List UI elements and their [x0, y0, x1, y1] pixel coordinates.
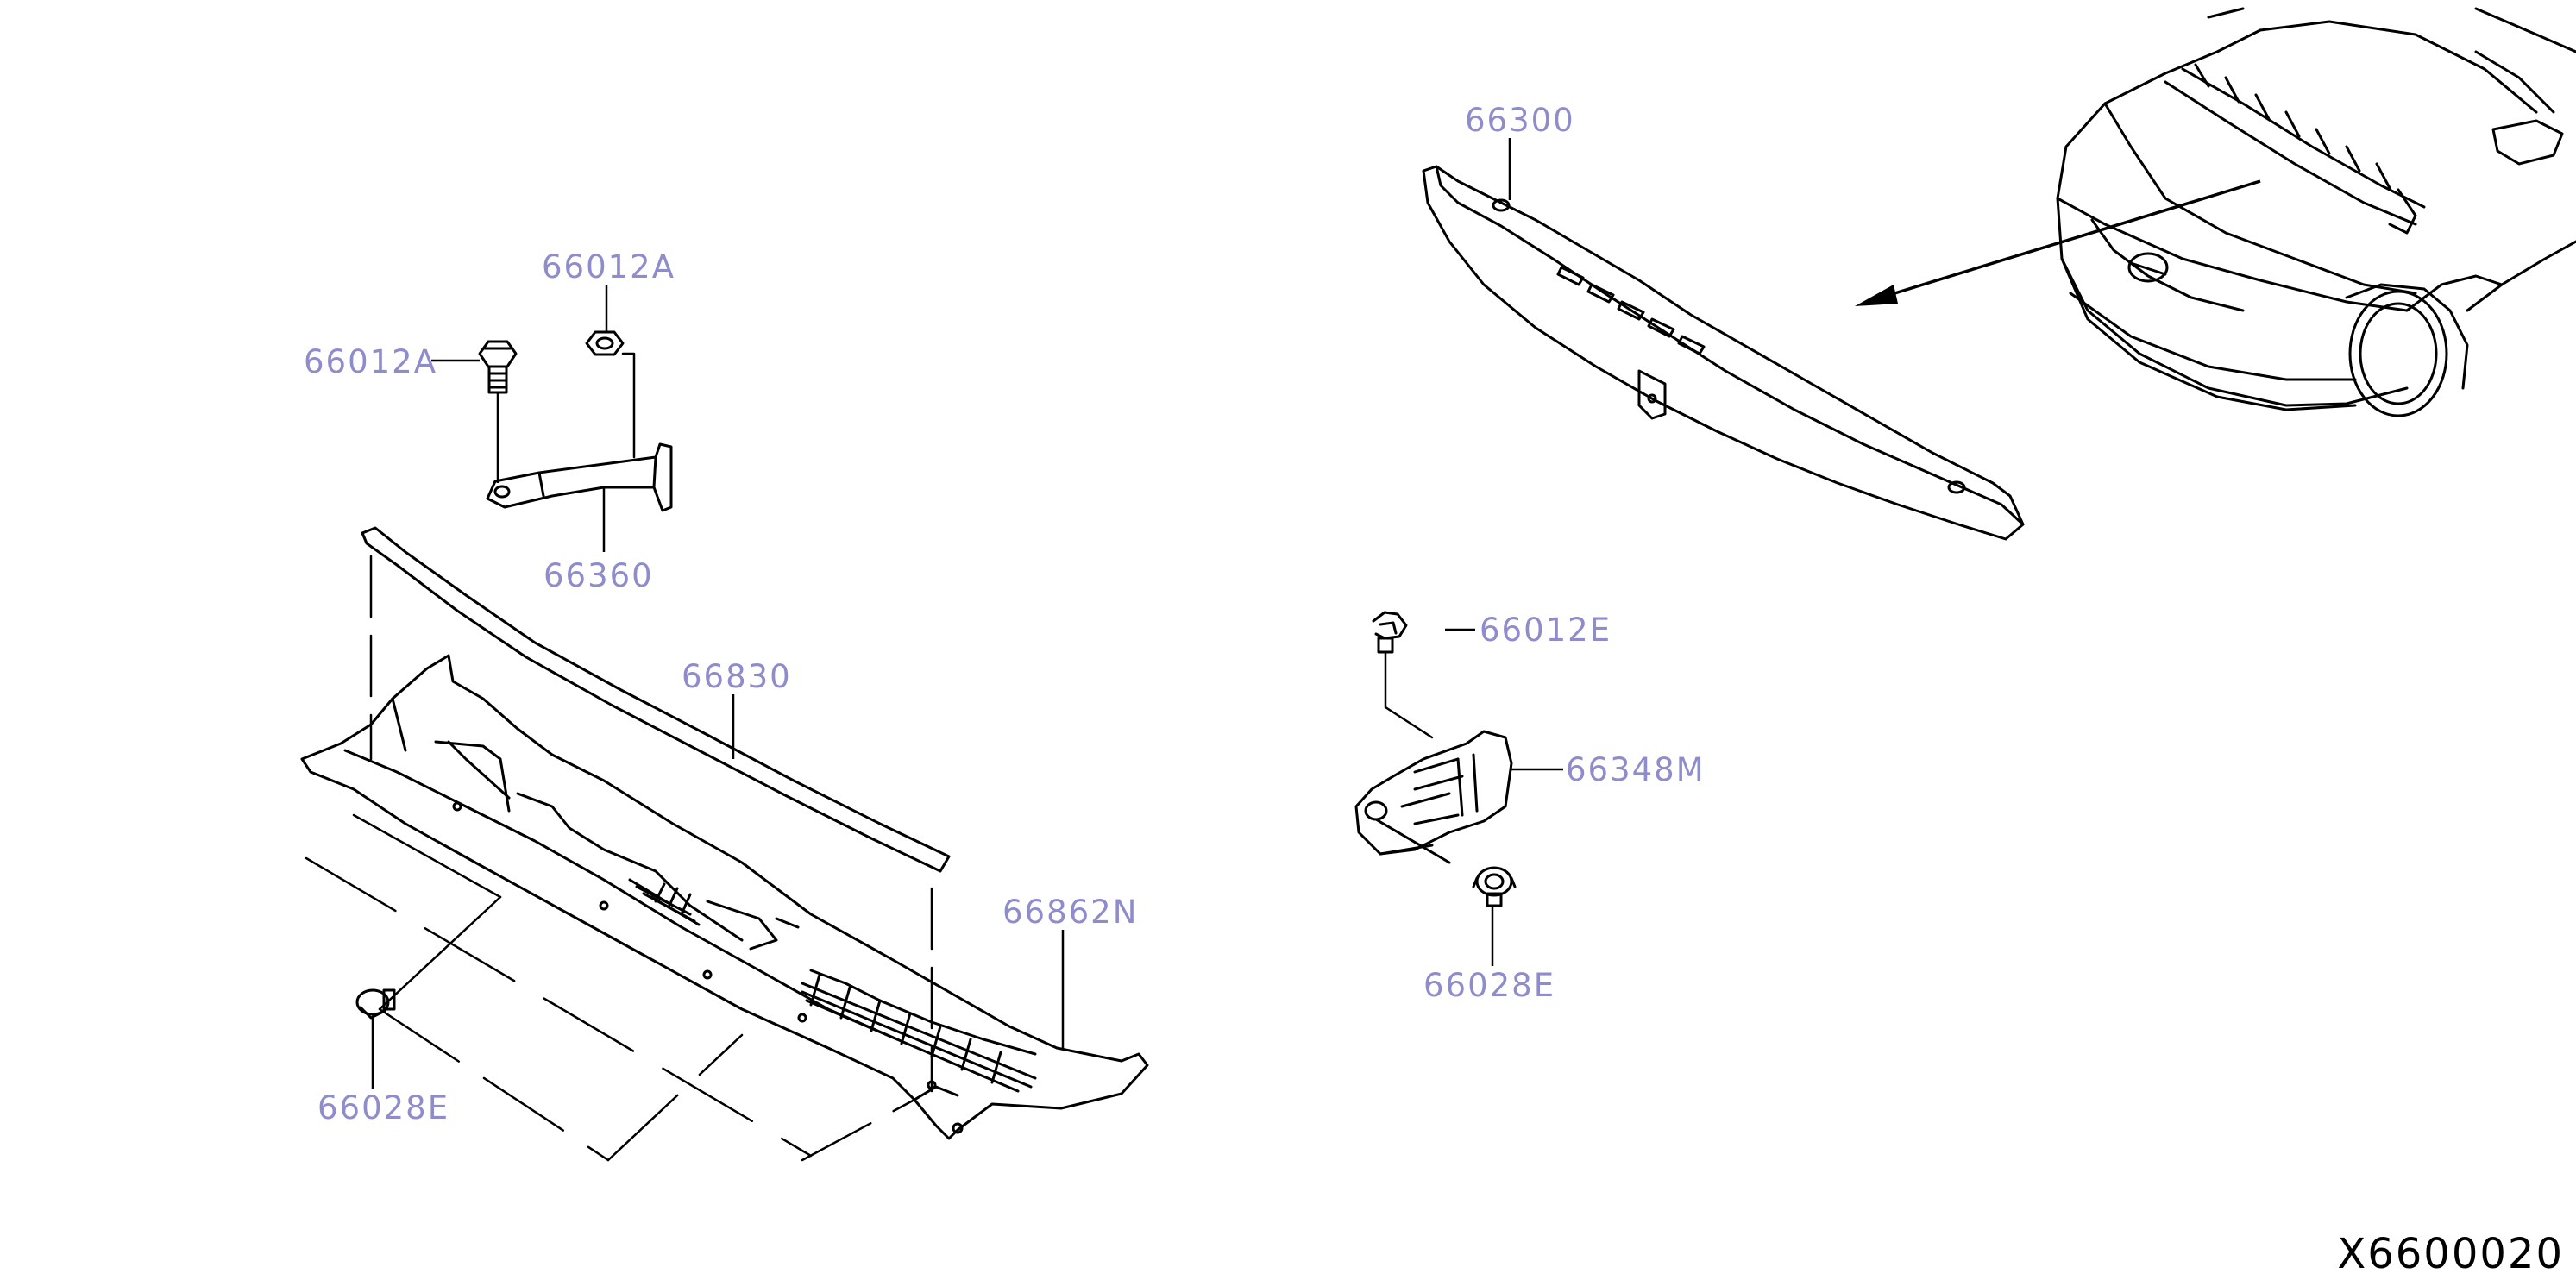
clip-66012e-part[interactable]	[1372, 611, 1408, 654]
label-66862n: 66862N	[1002, 894, 1138, 931]
bolt-66012a-part[interactable]	[478, 340, 518, 394]
label-66012e: 66012E	[1480, 612, 1612, 649]
clip-66028e-right-part[interactable]	[1472, 866, 1517, 907]
label-66012a-top: 66012A	[542, 248, 675, 285]
label-66028e-right: 66028E	[1423, 967, 1555, 1004]
label-66012a-left: 66012A	[304, 343, 437, 380]
leader-line	[1384, 650, 1434, 739]
bracket-66360-part[interactable]	[486, 442, 673, 512]
label-66348m: 66348M	[1566, 751, 1706, 788]
bracket-66348m-part[interactable]	[1354, 730, 1513, 864]
cowl-top-cover-part[interactable]	[300, 654, 1149, 1140]
label-66830: 66830	[682, 658, 792, 695]
assembly-dash-lines	[305, 555, 933, 1162]
nut-66012a-part[interactable]	[585, 330, 625, 356]
vehicle-location-inset	[2056, 7, 2576, 417]
cowl-top-panel-part[interactable]	[1422, 165, 2025, 541]
label-66028e-left: 66028E	[317, 1089, 449, 1126]
location-arrow	[1855, 179, 2261, 306]
diagram-code: X6600020	[2337, 1230, 2564, 1278]
leader-line	[621, 352, 636, 459]
cowl-seal-part[interactable]	[361, 526, 951, 873]
label-66360: 66360	[543, 557, 654, 594]
clip-66028e-left-part[interactable]	[355, 988, 396, 1020]
label-66300: 66300	[1465, 102, 1575, 139]
